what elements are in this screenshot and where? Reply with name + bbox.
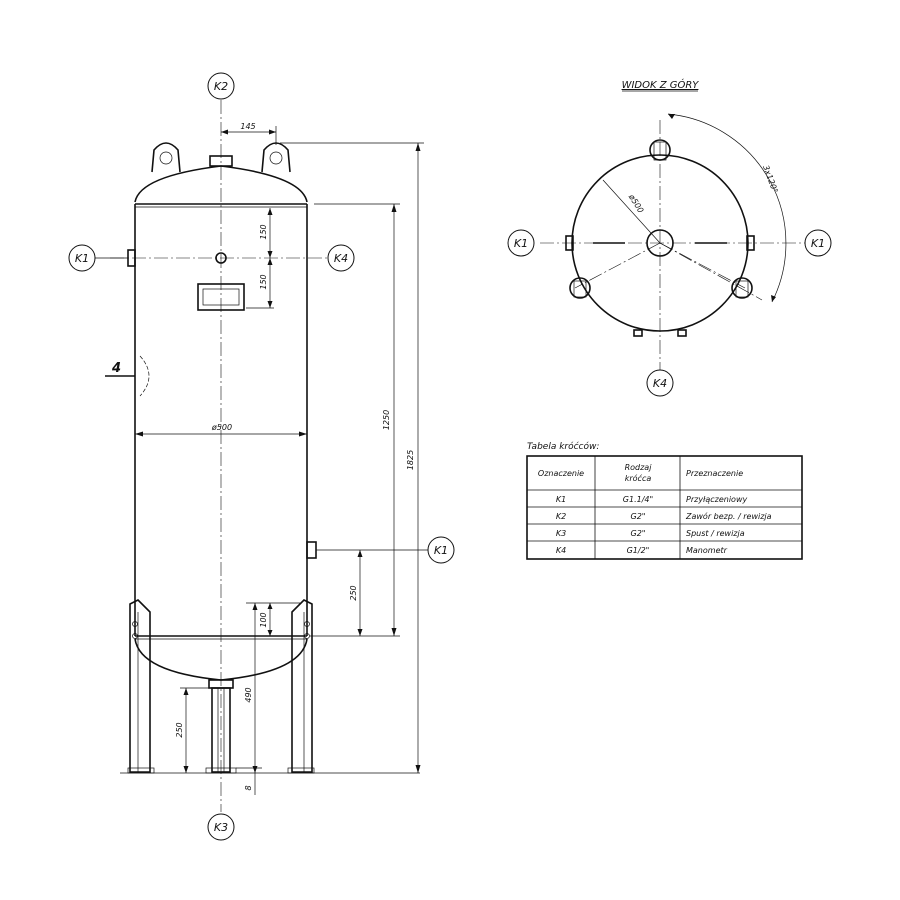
table-cell: Przyłączeniowy — [686, 495, 747, 504]
table-caption: Tabela króćców: — [527, 441, 599, 452]
table-cell: K4 — [556, 546, 566, 555]
table-cell: K2 — [556, 512, 566, 521]
top-lug-1 — [649, 139, 671, 161]
top-lug-2 — [731, 277, 753, 299]
nozzle-k1-left — [127, 249, 136, 267]
callout-k1-right-label: K1 — [434, 544, 448, 557]
dim-diameter-front: ø500 — [211, 423, 232, 432]
dim-150-b: 150 — [259, 274, 268, 289]
top-callout-k4 — [646, 369, 674, 397]
lifting-lug-right — [261, 142, 291, 173]
table-header-1-line2: króćca — [625, 473, 652, 483]
top-callout-k1-left — [507, 229, 535, 257]
manway — [197, 283, 245, 311]
callout-k4 — [327, 244, 355, 272]
table-cell: G2" — [631, 529, 646, 538]
angle-arc — [667, 113, 787, 303]
top-callout-k4-label: K4 — [653, 377, 667, 390]
dim-150-a: 150 — [259, 224, 268, 239]
leg-right — [287, 599, 315, 774]
table-cell: G2" — [631, 512, 646, 521]
dim-1250: 1250 — [382, 410, 391, 430]
table-header-2: Przeznaczenie — [686, 469, 743, 478]
dim-250-right: 250 — [349, 585, 358, 600]
table-header-0: Oznaczenie — [538, 469, 584, 478]
table-cell: K1 — [556, 495, 566, 504]
table-cell: Manometr — [686, 546, 728, 555]
dim-diameter-top: ø500 — [626, 192, 645, 215]
dim-8: 8 — [244, 785, 253, 790]
table-cell: G1.1/4" — [623, 495, 653, 504]
dim-145: 145 — [240, 122, 255, 131]
callout-k2-label: K2 — [214, 80, 228, 93]
table-cell: Spust / rewizja — [686, 529, 745, 538]
table-header-1-line1: Rodzaj — [625, 463, 653, 472]
top-dish — [134, 165, 308, 203]
table-cell: K3 — [556, 529, 566, 538]
dim-490: 490 — [244, 687, 253, 702]
nozzle-table: Tabela króćców: Oznaczenie Rodzaj króćca… — [526, 441, 803, 560]
top-lug-3 — [569, 277, 591, 299]
nozzle-k1-right — [306, 541, 317, 559]
dim-angle: 3x120° — [761, 164, 779, 194]
callout-k1-left-label: K1 — [75, 252, 89, 265]
top-view: WIDOK Z GÓRY — [507, 78, 832, 397]
lifting-lug-left — [151, 142, 181, 173]
table-cell: Zawór bezp. / rewizja — [685, 511, 772, 521]
callout-k4-label: K4 — [334, 252, 348, 265]
section-mark: 4 — [111, 361, 121, 376]
top-callout-k1-right-label: K1 — [811, 237, 825, 250]
dim-1825: 1825 — [406, 450, 415, 470]
callout-k3-label: K3 — [214, 821, 228, 834]
table-cell: G1/2" — [627, 546, 650, 555]
front-view: K2 K1 K4 — [68, 72, 455, 841]
top-callout-k1-right — [804, 229, 832, 257]
nozzle-k4 — [215, 252, 227, 264]
drain-pipe-k3 — [205, 679, 237, 774]
callout-k2 — [207, 72, 235, 100]
top-callout-k1-left-label: K1 — [514, 237, 528, 250]
callout-k1-right — [427, 536, 455, 564]
dim-250-left: 250 — [175, 722, 184, 737]
callout-k3 — [207, 813, 235, 841]
top-view-title: WIDOK Z GÓRY — [622, 78, 700, 91]
dim-100: 100 — [259, 612, 268, 627]
leg-left — [127, 599, 155, 774]
